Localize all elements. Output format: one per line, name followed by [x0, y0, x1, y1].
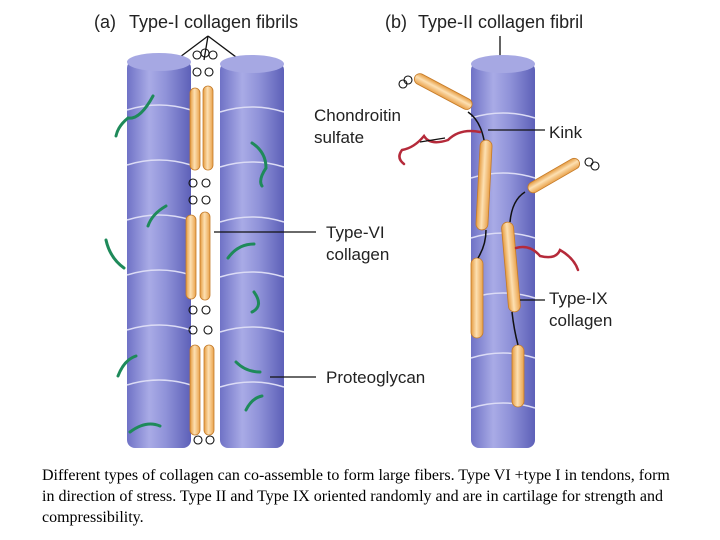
collagen-diagram: (a) Type-I collagen fibrils (b) Type-II …: [94, 12, 612, 448]
title-pointer-lines: [159, 35, 501, 73]
label-proteoglycan: Proteoglycan: [326, 368, 425, 387]
label-type-ix-2: collagen: [549, 311, 612, 330]
label-type-vi-1: Type-VI: [326, 223, 385, 242]
kink-connectors: [467, 111, 526, 346]
panel-b-title: Type-II collagen fibril: [418, 12, 583, 32]
label-chondroitin-2: sulfate: [314, 128, 364, 147]
panel-a-title: Type-I collagen fibrils: [129, 12, 298, 32]
proteoglycan-strands: [104, 94, 268, 434]
callout-lines: [214, 129, 545, 378]
label-chondroitin-1: Chondroitin: [314, 106, 401, 125]
globular-domain-coils: [188, 48, 218, 445]
type-ix-collagen-rods: [413, 73, 581, 408]
panel-b-letter: (b): [385, 12, 407, 32]
panel-a-letter: (a): [94, 12, 116, 32]
chondroitin-sulfate-strands: [398, 129, 580, 272]
label-type-vi-2: collagen: [326, 245, 389, 264]
type-ii-fibril: [470, 55, 536, 448]
label-kink: Kink: [549, 123, 583, 142]
type-i-fibril-right: [219, 55, 285, 448]
type-vi-collagen-rods: [185, 85, 215, 436]
type-i-fibril-left: [126, 53, 192, 448]
label-type-ix-1: Type-IX: [549, 289, 608, 308]
figure-caption: Different types of collagen can co-assem…: [42, 467, 670, 526]
type-ix-coil-ends: [398, 75, 600, 171]
